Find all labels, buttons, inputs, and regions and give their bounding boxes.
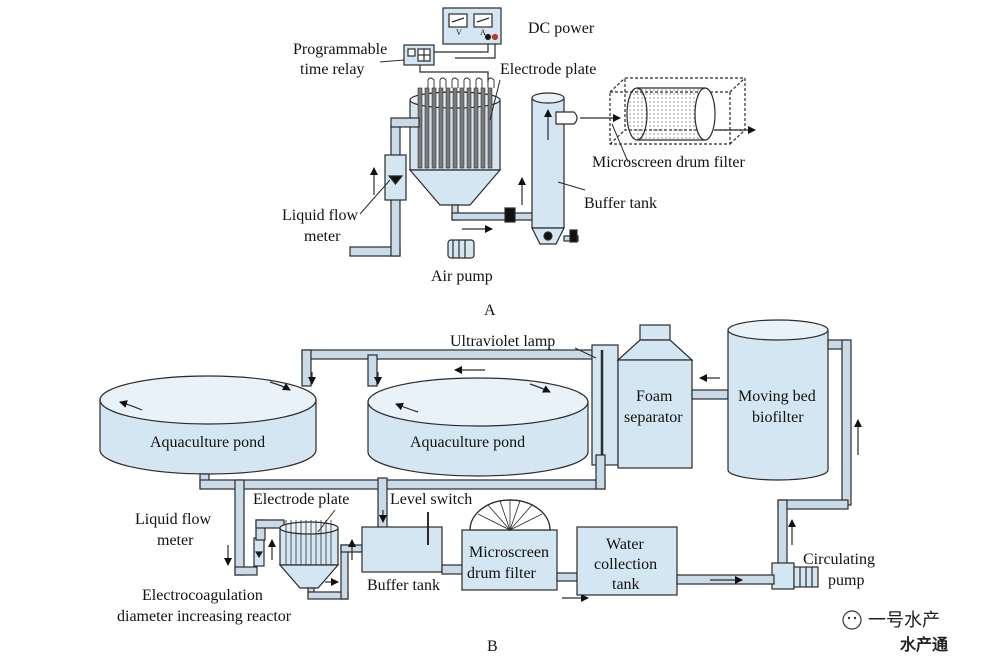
- flow-meter-label-a-1: Liquid flow: [282, 207, 358, 224]
- time-relay-label-1: Programmable: [293, 41, 387, 58]
- biofilter-label-1: Moving bed: [738, 388, 816, 405]
- water-collection-tank: [576, 526, 678, 596]
- electrode-plates-a: [417, 87, 493, 169]
- buffer-to-drum-pipe: [555, 111, 621, 125]
- buffer-tank-label-b: Buffer tank: [367, 577, 440, 594]
- dc-power-label: DC power: [528, 20, 595, 37]
- electrode-plate-label-b: Electrode plate: [253, 491, 349, 508]
- panel-a: V A: [349, 7, 756, 259]
- pond-1-label: Aquaculture pond: [150, 434, 265, 451]
- buffer-tank-label-a: Buffer tank: [584, 195, 657, 212]
- air-pump: [447, 239, 475, 259]
- watermark-line-1: 一号水产: [868, 610, 940, 631]
- reactor-b: [278, 521, 340, 589]
- foam-separator: [616, 324, 694, 469]
- meter-a-label: A: [480, 28, 486, 37]
- leader-lines-a: [359, 59, 629, 215]
- drum-filter-b: [461, 499, 558, 591]
- panel-a-caption: A: [484, 302, 496, 319]
- aquaculture-pond-2: [367, 377, 589, 477]
- circulating-pump-label-1: Circulating: [803, 551, 875, 568]
- electrode-plates-b: [285, 520, 332, 565]
- reactor-label-2: diameter increasing reactor: [117, 608, 292, 625]
- watermark: 一号水产 水产通: [842, 610, 948, 654]
- drum-cylinder-a: [626, 87, 716, 141]
- drum-filter-label-a: Microscreen drum filter: [592, 154, 746, 171]
- flow-meter-label-a-2: meter: [304, 228, 341, 245]
- electrode-plate-label-a: Electrode plate: [500, 61, 596, 78]
- aquaculture-pond-1: [99, 375, 317, 475]
- level-switch-label: Level switch: [390, 491, 472, 508]
- time-relay: [403, 44, 435, 66]
- circulating-pump-label-2: pump: [828, 572, 864, 589]
- air-pump-label: Air pump: [431, 268, 493, 285]
- watermark-line-2: 水产通: [900, 635, 948, 654]
- drum-filter-label-b-1: Microscreen: [469, 544, 549, 561]
- wechat-icon: [842, 610, 862, 630]
- foam-separator-label-2: separator: [624, 409, 683, 426]
- dc-power-supply: [442, 7, 502, 45]
- panel-b-caption: B: [487, 638, 498, 655]
- pond-drain-pipe: [199, 454, 606, 576]
- time-relay-label-2: time relay: [300, 61, 364, 78]
- biofilter-label-2: biofilter: [752, 409, 804, 426]
- drum-filter-label-b-2: drum filter: [467, 565, 537, 582]
- outlet-pipe-a: [451, 204, 538, 221]
- liquid-flow-meter-b: [253, 537, 265, 567]
- collection-tank-label-2: collection: [594, 556, 657, 573]
- liquid-flow-meter-a: [384, 154, 407, 201]
- flow-meter-label-b-1: Liquid flow: [135, 511, 211, 528]
- valve-a1: [504, 207, 516, 223]
- flow-meter-label-b-2: meter: [157, 532, 194, 549]
- buffer-tank-b: [361, 512, 443, 573]
- meter-v-label: V: [456, 28, 462, 37]
- moving-bed-biofilter: [727, 319, 829, 481]
- panel-b: [99, 319, 862, 602]
- buffer-outlet-valve: [563, 229, 579, 243]
- reactor-label-1: Electrocoagulation: [142, 587, 263, 604]
- uv-lamp: [591, 344, 619, 466]
- collection-tank-label-1: Water: [606, 536, 644, 553]
- collection-tank-label-3: tank: [612, 576, 640, 593]
- pond-2-label: Aquaculture pond: [410, 434, 525, 451]
- foam-separator-label-1: Foam: [636, 388, 673, 405]
- uv-lamp-label: Ultraviolet lamp: [450, 333, 555, 350]
